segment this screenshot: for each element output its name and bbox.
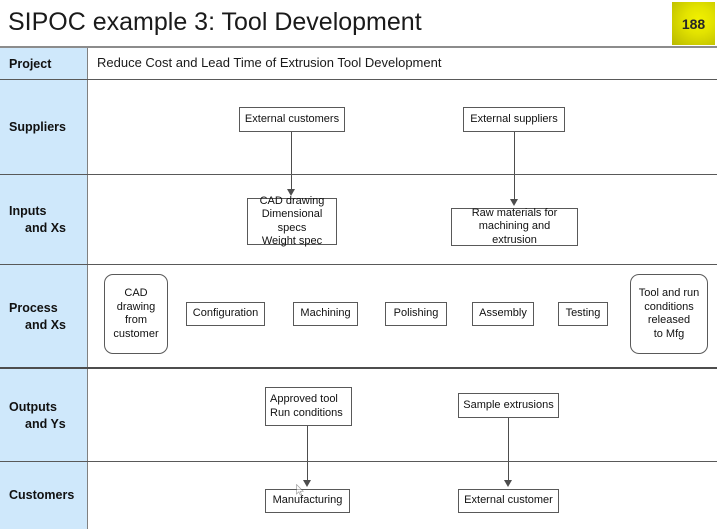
divider-outputs-customers [0,461,717,462]
node-approved-tool-line1: Approved tool [270,393,338,405]
row-label-customers-text: Customers [9,488,75,502]
node-sample-extrusions[interactable]: Sample extrusions [458,393,559,418]
slide-number-text: 188 [681,15,706,32]
arrowhead-to-raw-materials [510,199,518,206]
row-label-outputs: Outputs and Ys [0,369,88,462]
node-tool-run-line3: released [647,314,691,326]
table-row-inputs: Inputs and Xs CAD drawing Dimensional sp… [0,175,717,265]
node-tool-run-line1: Tool and run [638,287,700,299]
row-label-process: Process and Xs [0,265,88,368]
header-divider [0,46,717,48]
node-testing[interactable]: Testing [558,302,608,326]
connector-external-customer-stem [508,462,509,483]
node-cad-drawing-specs-line2: Dimensional specs [261,208,323,234]
row-body-project: Reduce Cost and Lead Time of Extrusion T… [88,48,717,80]
node-raw-materials-line1: Raw materials for [471,206,558,219]
divider-suppliers-inputs [0,174,717,175]
row-label-project: Project [0,48,88,80]
node-cad-drawing-specs[interactable]: CAD drawing Dimensional specs Weight spe… [247,194,337,247]
table-row-outputs: Outputs and Ys Approved tool Run conditi… [0,369,717,462]
node-machining[interactable]: Machining [293,302,358,326]
page-title: SIPOC example 3: Tool Development [8,8,422,36]
node-external-customer-label: External customer [464,494,553,507]
table-row-customers: Customers Manufacturing External custome… [0,462,717,529]
node-polishing-label: Polishing [393,307,439,320]
mouse-cursor-icon [296,484,304,496]
node-machining-label: Machining [300,307,351,320]
slide-header: SIPOC example 3: Tool Development 188 [0,0,717,48]
node-testing-label: Testing [565,307,601,320]
node-external-suppliers-label: External suppliers [470,112,558,125]
table-row-process: Process and Xs CAD drawing from customer… [0,265,717,368]
row-body-process: CAD drawing from customer Configuration … [88,265,717,368]
node-cad-drawing-specs-line3: Weight spec [261,235,323,247]
row-body-inputs: CAD drawing Dimensional specs Weight spe… [88,175,717,265]
sipoc-table: Project Reduce Cost and Lead Time of Ext… [0,48,717,529]
row-label-outputs-text: Outputs [9,399,57,414]
node-external-customers-label: External customers [244,112,340,125]
node-assembly-label: Assembly [479,307,527,320]
node-approved-tool-line2: Run conditions [270,406,343,419]
project-value-text: Reduce Cost and Lead Time of Extrusion T… [97,55,442,70]
node-sample-extrusions-label: Sample extrusions [463,398,554,411]
node-raw-materials-line2: machining and extrusion [478,220,551,246]
row-label-process-subtext: and Xs [25,317,66,332]
row-body-suppliers: External customers External suppliers [88,80,717,175]
arrowhead-to-manufacturing [303,480,311,487]
row-body-outputs: Approved tool Run conditions Sample extr… [88,369,717,462]
row-label-inputs-subtext: and Xs [25,221,66,235]
row-label-inputs: Inputs and Xs [0,175,88,265]
divider-project-suppliers [0,79,717,80]
slide-number-badge: 188 [672,2,715,45]
node-configuration-label: Configuration [192,307,259,320]
connector-sample-to-external-customer [508,418,509,462]
divider-inputs-process [0,264,717,265]
node-manufacturing-label: Manufacturing [272,494,343,507]
connector-customers-to-cad [291,132,292,175]
node-assembly[interactable]: Assembly [472,302,534,326]
node-tool-run-line4: to Mfg [653,327,685,340]
connector-cad-arrow-stem [291,175,292,192]
row-label-suppliers: Suppliers [0,80,88,175]
row-label-outputs-subtext: and Ys [25,416,66,431]
arrowhead-to-cad-drawing [287,189,295,196]
table-row-suppliers: Suppliers External customers External su… [0,80,717,175]
row-label-suppliers-text: Suppliers [9,120,66,134]
node-external-customers[interactable]: External customers [239,107,345,132]
connector-approved-to-manufacturing [307,426,308,462]
node-cad-drawing-from-customer[interactable]: CAD drawing from customer [104,274,168,354]
row-label-project-text: Project [9,56,52,71]
node-manufacturing[interactable]: Manufacturing [265,489,350,513]
node-polishing[interactable]: Polishing [385,302,447,326]
table-row-project: Project Reduce Cost and Lead Time of Ext… [0,48,717,80]
row-label-inputs-text: Inputs [9,204,47,218]
node-external-customer[interactable]: External customer [458,489,559,513]
divider-process-outputs [0,367,717,369]
node-cad-from-customer-line3: from [125,314,147,326]
node-cad-from-customer-line1: CAD [124,287,148,299]
row-body-customers: Manufacturing External customer [88,462,717,529]
connector-raw-arrow-stem [514,175,515,202]
node-raw-materials[interactable]: Raw materials for machining and extrusio… [451,206,578,246]
node-configuration[interactable]: Configuration [186,302,265,326]
node-cad-drawing-specs-line1: CAD drawing [259,194,325,207]
connector-suppliers-to-raw [514,132,515,175]
node-tool-run-conditions[interactable]: Tool and run conditions released to Mfg [630,274,708,354]
node-cad-from-customer-line2: drawing [116,300,156,313]
arrowhead-to-external-customer [504,480,512,487]
row-label-customers: Customers [0,462,88,529]
node-cad-from-customer-line4: customer [113,327,159,340]
connector-manufacturing-stem [307,462,308,483]
node-external-suppliers[interactable]: External suppliers [463,107,565,132]
node-tool-run-line2: conditions [644,300,694,313]
row-label-process-text: Process [9,300,58,315]
node-approved-tool[interactable]: Approved tool Run conditions [265,387,352,426]
